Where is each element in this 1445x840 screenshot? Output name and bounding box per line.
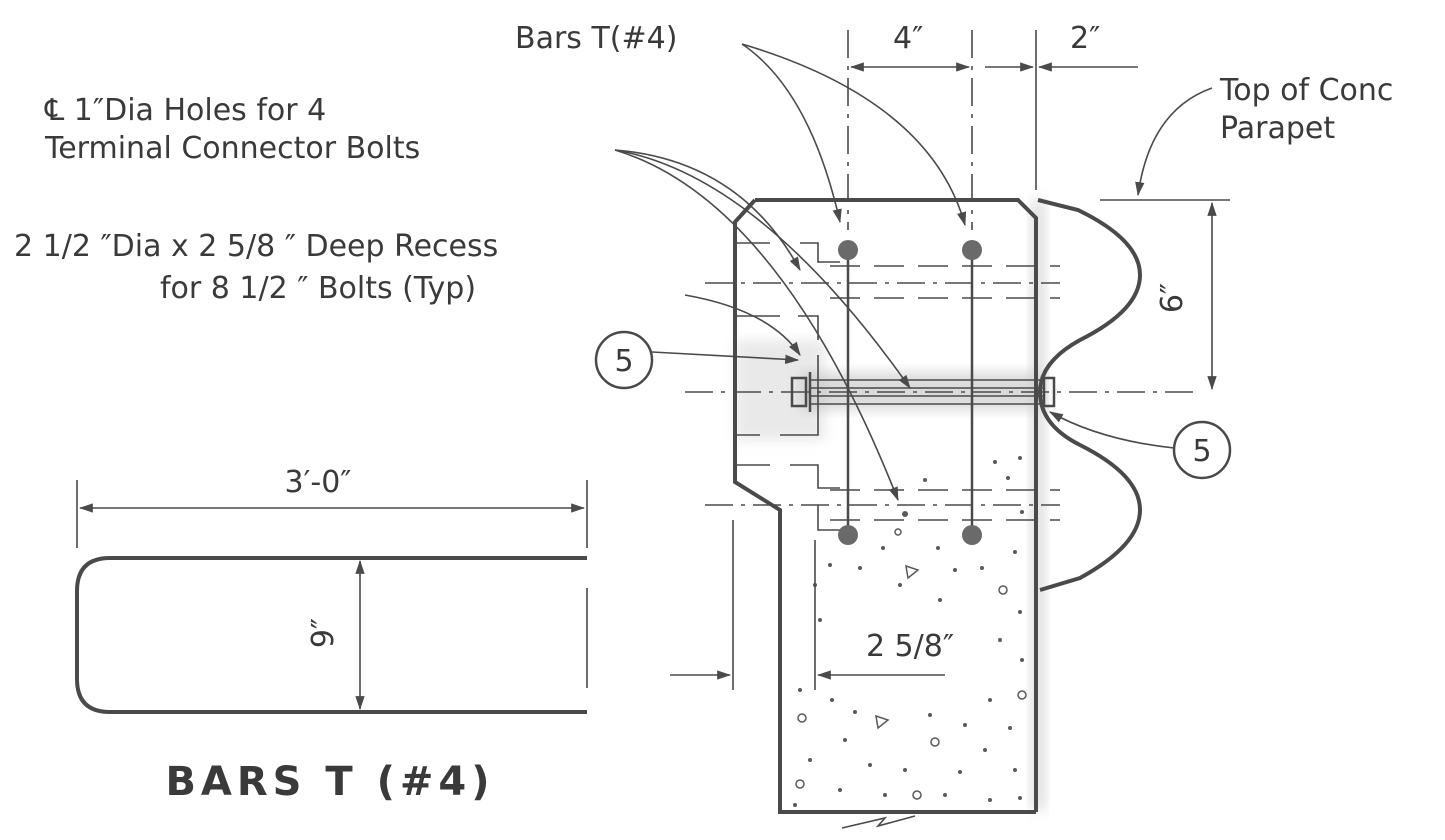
rebar-dot-lower-left (838, 525, 858, 545)
leader-top-of-conc (1135, 87, 1213, 197)
rebar-dot-upper-left (838, 240, 858, 260)
callout-5-right-bubble (1172, 420, 1232, 480)
recess-lower (735, 464, 840, 531)
leader-callout-5-right (1048, 411, 1175, 449)
parapet-dimensions (670, 62, 1230, 690)
bolt-nut-left (790, 376, 808, 408)
leader-holes-upper (614, 149, 801, 272)
recess-upper (735, 242, 840, 263)
top-of-conc-label-line2: Parapet (1220, 111, 1335, 146)
concrete-stipple (793, 456, 1027, 807)
break-symbol (841, 815, 916, 829)
top-of-conc-label-line1: Top of Conc (1219, 73, 1393, 108)
leader-holes-lower (614, 149, 899, 502)
holes-note-line2: Terminal Connector Bolts (44, 131, 420, 166)
callout-5-left-label: 5 (614, 344, 633, 379)
callout-5-left-bubble (594, 330, 654, 390)
dim-2-5-8-label: 2 5/8″ (866, 629, 954, 664)
rebar-dot-upper-right (962, 240, 982, 260)
recess-note-line2: for 8 1/2 ″ Bolts (Typ) (160, 271, 476, 306)
rebar-dot-lower-right (962, 525, 982, 545)
detail-title: BARS T (#4) (165, 759, 494, 805)
recess-note-line1: 2 1/2 ″Dia x 2 5/8 ″ Deep Recess (14, 229, 498, 264)
parapet-outline (733, 198, 1038, 814)
leader-recess (684, 294, 801, 356)
dim-6in-label: 6″ (1155, 283, 1190, 313)
recess-middle (735, 315, 819, 436)
bolt-head-right (1042, 376, 1056, 408)
bars-t-detail (75, 480, 588, 714)
callout-5-right-label: 5 (1192, 434, 1211, 469)
dim-2in-label: 2″ (1070, 21, 1100, 56)
leader-holes-bolt (614, 149, 911, 389)
leader-callout-5-left (651, 351, 800, 364)
bars-t-callout-label: Bars T(#4) (515, 21, 677, 56)
holes-note-line1: ℄ 1″Dia Holes for 4 (44, 93, 326, 128)
parapet-section (685, 30, 1200, 829)
leader-bars-t-left (741, 43, 842, 224)
leader-lines (614, 43, 1213, 502)
dim-3ft-label: 3′-0″ (284, 465, 351, 500)
dim-9in-label: 9″ (306, 618, 341, 648)
leader-bars-t-right (741, 43, 967, 227)
bar-t-shape (75, 556, 587, 714)
dim-4in-label: 4″ (893, 21, 923, 56)
w-beam-rail (1037, 198, 1143, 592)
terminal-connector-bolt (790, 372, 1056, 412)
